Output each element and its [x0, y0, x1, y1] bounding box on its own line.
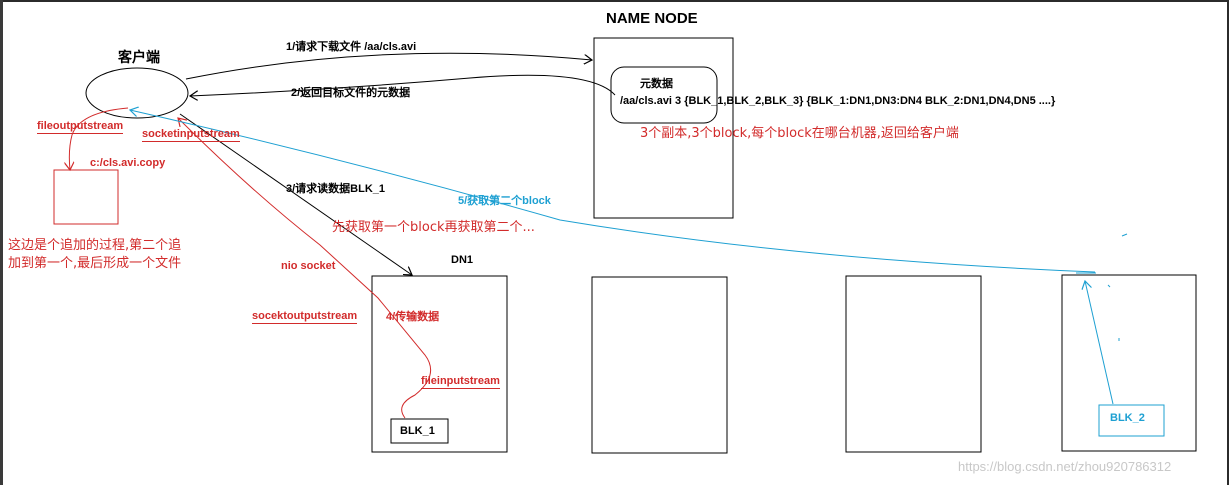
copy-path-label: c:/cls.avi.copy [90, 157, 166, 169]
step3-label: 3/请求读数据BLK_1 [286, 183, 386, 195]
replicas-note: 3个副本,3个block,每个block在哪台机器,返回给客户端 [640, 126, 959, 141]
arrow-nio-socket [178, 118, 432, 419]
arrow-fileoutputstream [69, 107, 129, 170]
step1-label: 1/请求下载文件 /aa/cls.avi [286, 41, 417, 53]
step2-label: 2/返回目标文件的元数据 [291, 87, 411, 99]
order-note: 先获取第一个block再获取第二个... [332, 220, 535, 235]
frame-right-edge [1227, 0, 1229, 485]
watermark: https://blog.csdn.net/zhou920786312 [958, 459, 1172, 474]
nio-socket-label: nio socket [281, 260, 336, 272]
client-label: 客户端 [118, 49, 160, 65]
datanode-dn1-box [371, 275, 508, 453]
datanode-4-box [1061, 274, 1197, 452]
socektoutputstream-label: socektoutputstream [252, 310, 358, 324]
blk1-box [390, 418, 449, 444]
datanode-3-box [845, 275, 982, 453]
metadata-line: /aa/cls.avi 3 {BLK_1,BLK_2,BLK_3} {BLK_1… [620, 95, 1056, 107]
stray-mark-1 [1121, 233, 1128, 237]
stray-mark-2 [1107, 284, 1111, 288]
append-note-line2: 加到第一个,最后形成一个文件 [8, 256, 182, 271]
dn1-label: DN1 [451, 254, 474, 266]
arrow-step5 [130, 110, 1096, 273]
client-node [85, 67, 189, 119]
arrow-blk2-up [1085, 281, 1114, 405]
arrow-step2 [190, 74, 616, 96]
fileinputstream-label: fileinputstream [421, 375, 500, 389]
frame-left-edge [0, 0, 3, 485]
metadata-box [610, 66, 718, 124]
name-node-title: NAME NODE [606, 10, 698, 27]
local-copy-box [53, 169, 119, 225]
append-note-line1: 这边是个追加的过程,第二个追 [8, 238, 182, 253]
step4-label: 4/传输数据 [386, 311, 440, 323]
name-node-box [593, 37, 734, 219]
socketinputstream-label: socketinputstream [142, 128, 240, 142]
step5-label: 5/获取第二个block [458, 195, 551, 207]
arrow-step1 [185, 52, 592, 80]
metadata-title: 元数据 [640, 78, 673, 90]
datanode-2-box [591, 276, 728, 454]
frame-top-edge [0, 0, 1229, 2]
blk2-box [1098, 404, 1165, 437]
blk2-label: BLK_2 [1110, 412, 1145, 424]
blk1-label: BLK_1 [400, 425, 435, 437]
arrow-step3 [179, 113, 412, 275]
fileoutputstream-label: fileoutputstream [37, 120, 124, 134]
